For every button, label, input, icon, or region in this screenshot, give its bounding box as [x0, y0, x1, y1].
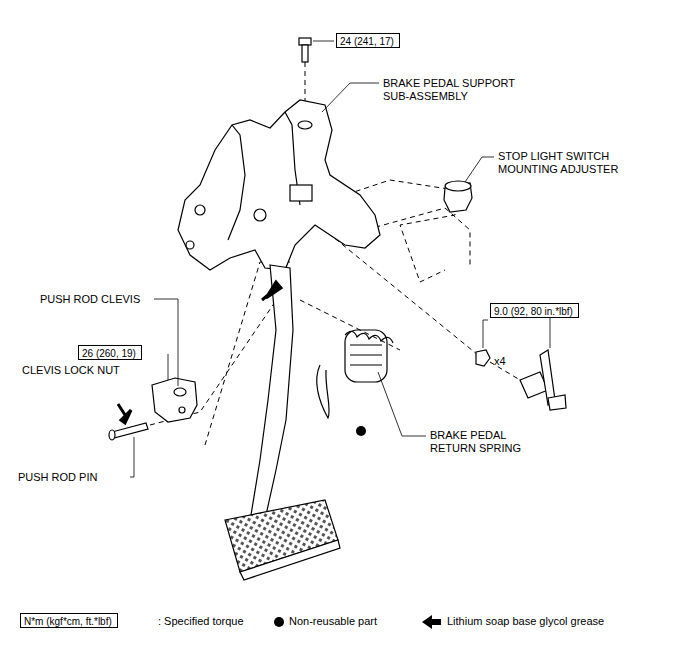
part-label: x4	[494, 355, 524, 368]
part-label: BRAKE PEDAL SUPPORT SUB-ASSEMBLY	[383, 77, 518, 103]
part-label: BRAKE PEDAL RETURN SPRING	[430, 429, 525, 455]
legend-entry: Lithium soap base glycol grease	[447, 615, 604, 628]
legend-entry: Non-reusable part	[289, 615, 377, 628]
part-label-text: BRAKE PEDAL RETURN SPRING	[430, 429, 521, 454]
legend-text: Lithium soap base glycol grease	[447, 615, 604, 627]
legend-text: : Specified torque	[158, 615, 244, 627]
part-label-text: x4	[494, 355, 506, 367]
part-label-text: PUSH ROD CLEVIS	[40, 293, 140, 305]
part-label-text: CLEVIS LOCK NUT	[22, 364, 120, 376]
torque-box: 9.0 (92, 80 in.*lbf)	[490, 303, 579, 318]
part-label: PUSH ROD CLEVIS	[40, 293, 160, 306]
part-label: CLEVIS LOCK NUT	[22, 364, 142, 377]
part-label: STOP LIGHT SWITCH MOUNTING ADJUSTER	[498, 150, 623, 176]
torque-value: 24 (241, 17)	[340, 36, 394, 47]
torque-box: N*m (kgf*cm, ft.*lbf)	[20, 613, 118, 628]
legend-entry: : Specified torque	[158, 615, 244, 628]
part-label-text: PUSH ROD PIN	[18, 471, 97, 483]
torque-box: 24 (241, 17)	[336, 33, 400, 48]
legend-dot	[274, 617, 284, 627]
torque-value: 26 (260, 19)	[82, 348, 136, 359]
torque-box: 26 (260, 19)	[78, 345, 142, 360]
torque-value: 9.0 (92, 80 in.*lbf)	[494, 306, 573, 317]
legend-text: Non-reusable part	[289, 615, 377, 627]
torque-value: N*m (kgf*cm, ft.*lbf)	[24, 616, 112, 627]
legend-arrow	[422, 615, 441, 629]
part-label: PUSH ROD PIN	[18, 471, 128, 484]
part-label-text: BRAKE PEDAL SUPPORT SUB-ASSEMBLY	[383, 77, 515, 102]
part-label-text: STOP LIGHT SWITCH MOUNTING ADJUSTER	[498, 150, 618, 175]
